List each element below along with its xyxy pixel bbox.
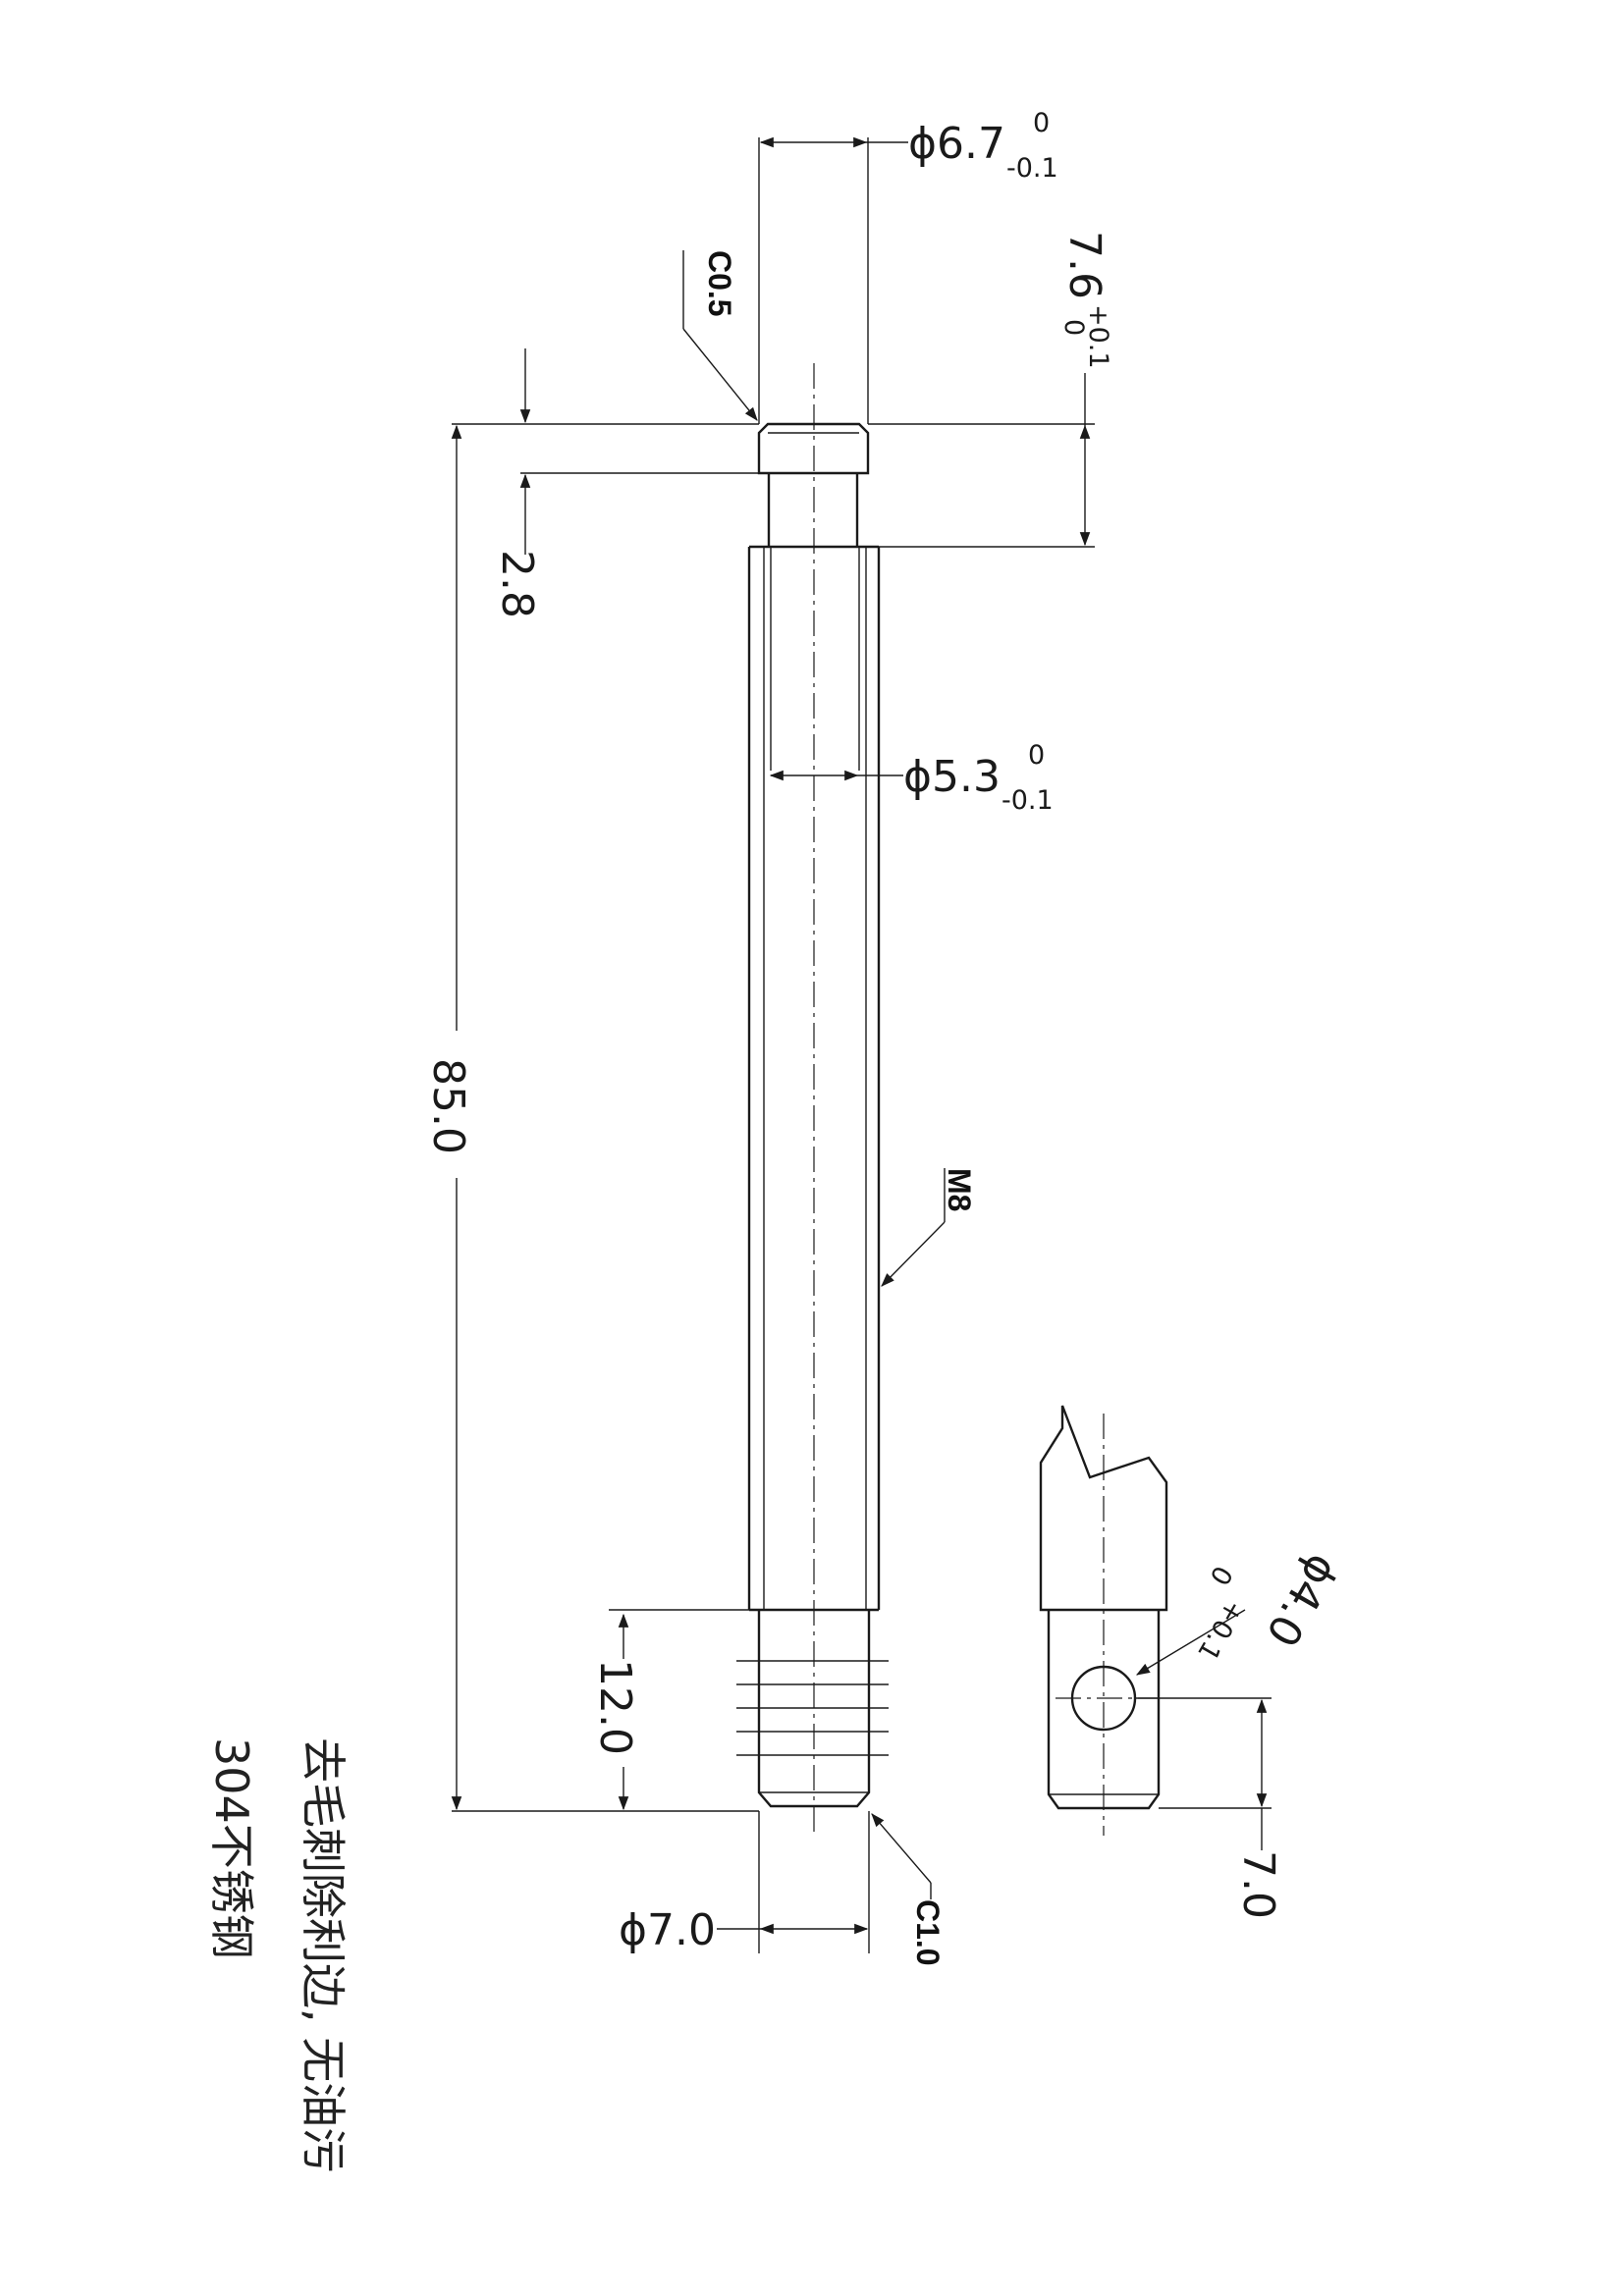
hole-offset-value: 7.0 bbox=[1233, 1850, 1283, 1919]
top-chamfer-label: C0.5 bbox=[702, 250, 737, 317]
head-length-tol-lower: 0 bbox=[1058, 319, 1089, 336]
main-pin-view bbox=[736, 363, 889, 1836]
dim-thread-length: 12.0 bbox=[590, 1609, 749, 1811]
thread-length-value: 12.0 bbox=[590, 1659, 640, 1755]
dim-hole-diameter: ϕ4.0 +0.1 0 bbox=[1135, 1546, 1348, 1676]
dim-body-diameter: ϕ5.3 0 -0.1 bbox=[769, 740, 1054, 816]
hole-diameter-tol-upper: +0.1 bbox=[1191, 1595, 1250, 1666]
top-diameter-tol-upper: 0 bbox=[1033, 108, 1050, 138]
dim-bottom-diameter: ϕ7.0 bbox=[619, 1811, 870, 1955]
top-diameter-tol-lower: -0.1 bbox=[1006, 153, 1058, 184]
pin-head bbox=[757, 422, 870, 475]
bottom-chamfer-label: C1.0 bbox=[910, 1899, 946, 1966]
dim-top-diameter: ϕ6.7 0 -0.1 bbox=[758, 108, 1058, 424]
dim-head-length: 7.6 +0.1 0 bbox=[868, 231, 1113, 548]
dim-shoulder-length: 2.8 bbox=[452, 348, 759, 618]
detail-upper-part bbox=[1039, 1405, 1168, 1612]
shoulder-length-value: 2.8 bbox=[492, 550, 542, 618]
dim-hole-offset: 7.0 bbox=[1135, 1697, 1283, 1919]
thread-label: M8 bbox=[942, 1168, 977, 1211]
callout-bottom-chamfer: C1.0 bbox=[871, 1813, 946, 1966]
detail-view bbox=[1039, 1405, 1168, 1836]
callout-top-chamfer: C0.5 bbox=[682, 250, 758, 421]
bottom-diameter-value: ϕ7.0 bbox=[619, 1905, 716, 1955]
callout-thread: M8 bbox=[881, 1168, 977, 1287]
body-diameter-tol-lower: -0.1 bbox=[1001, 785, 1054, 816]
hole-diameter-value: ϕ4.0 bbox=[1256, 1546, 1348, 1655]
note-deburr: 去毛刺除利边, 无油污 bbox=[297, 1737, 350, 2172]
body-diameter-tol-upper: 0 bbox=[1028, 740, 1045, 771]
hole-diameter-tol-lower: 0 bbox=[1203, 1561, 1237, 1590]
note-material: 304不锈钢 bbox=[205, 1737, 258, 1959]
pin-neck bbox=[767, 473, 859, 547]
total-length-value: 85.0 bbox=[423, 1058, 473, 1154]
head-length-tol-upper: +0.1 bbox=[1083, 304, 1113, 369]
drawing-notes: 去毛刺除利边, 无油污 304不锈钢 bbox=[205, 1737, 350, 2172]
head-length-value: 7.6 bbox=[1059, 231, 1110, 299]
body-diameter-value: ϕ5.3 bbox=[903, 752, 1001, 802]
top-diameter-value: ϕ6.7 bbox=[908, 119, 1005, 169]
dim-total-length: 85.0 bbox=[423, 424, 759, 1812]
